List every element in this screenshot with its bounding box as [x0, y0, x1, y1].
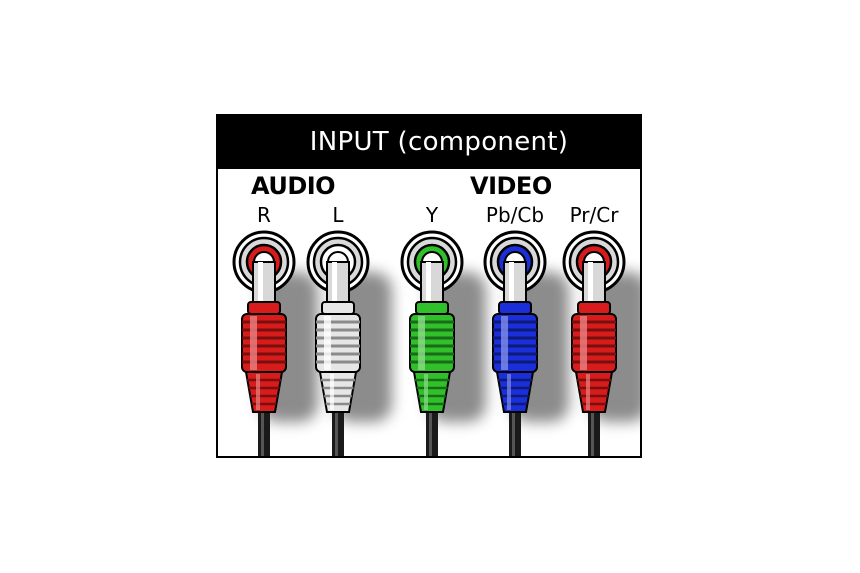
cable-highlight — [335, 406, 338, 456]
plug-collar — [415, 301, 449, 315]
metal-sleeve — [326, 261, 350, 305]
strain-relief-highlight — [330, 374, 334, 410]
strain-relief-highlight — [586, 374, 590, 410]
metal-sleeve-highlight — [332, 262, 337, 304]
connector-r — [232, 230, 318, 456]
metal-sleeve-highlight — [258, 262, 263, 304]
cable-highlight — [512, 406, 515, 456]
plug-collar — [577, 301, 611, 315]
metal-sleeve-highlight — [426, 262, 431, 304]
plug-highlight — [324, 316, 331, 370]
metal-sleeve-highlight — [509, 262, 514, 304]
cable-highlight — [429, 406, 432, 456]
strain-relief-highlight — [256, 374, 260, 410]
metal-sleeve — [582, 261, 606, 305]
plug-highlight — [250, 316, 257, 370]
metal-sleeve — [252, 261, 276, 305]
plug-highlight — [501, 316, 508, 370]
strain-relief — [412, 371, 452, 413]
strain-relief — [244, 371, 284, 413]
label-y: Y — [425, 203, 439, 227]
plug-collar — [321, 301, 355, 315]
plug-highlight — [580, 316, 587, 370]
metal-sleeve — [420, 261, 444, 305]
cable-highlight — [591, 406, 594, 456]
panel-title: INPUT (component) — [218, 116, 640, 169]
label-pr: Pr/Cr — [569, 203, 619, 227]
input-panel: INPUT (component) AUDIO VIDEO R L Y Pb/C… — [216, 114, 642, 458]
label-r: R — [257, 203, 271, 227]
label-pb: Pb/Cb — [485, 203, 545, 227]
strain-relief — [318, 371, 358, 413]
strain-relief-highlight — [424, 374, 428, 410]
cable-highlight — [261, 406, 264, 456]
connector-l — [306, 230, 392, 456]
metal-sleeve — [503, 261, 527, 305]
plug-collar — [247, 301, 281, 315]
label-l: L — [332, 203, 344, 227]
strain-relief-highlight — [507, 374, 511, 410]
connector-y — [400, 230, 486, 456]
plug-highlight — [418, 316, 425, 370]
strain-relief — [495, 371, 535, 413]
connector-pr — [562, 230, 640, 456]
rca-connectors — [232, 230, 640, 456]
metal-sleeve-highlight — [588, 262, 593, 304]
connector-pb — [483, 230, 569, 456]
strain-relief — [574, 371, 614, 413]
audio-group-label: AUDIO — [251, 172, 336, 200]
plug-collar — [498, 301, 532, 315]
video-group-label: VIDEO — [470, 172, 552, 200]
